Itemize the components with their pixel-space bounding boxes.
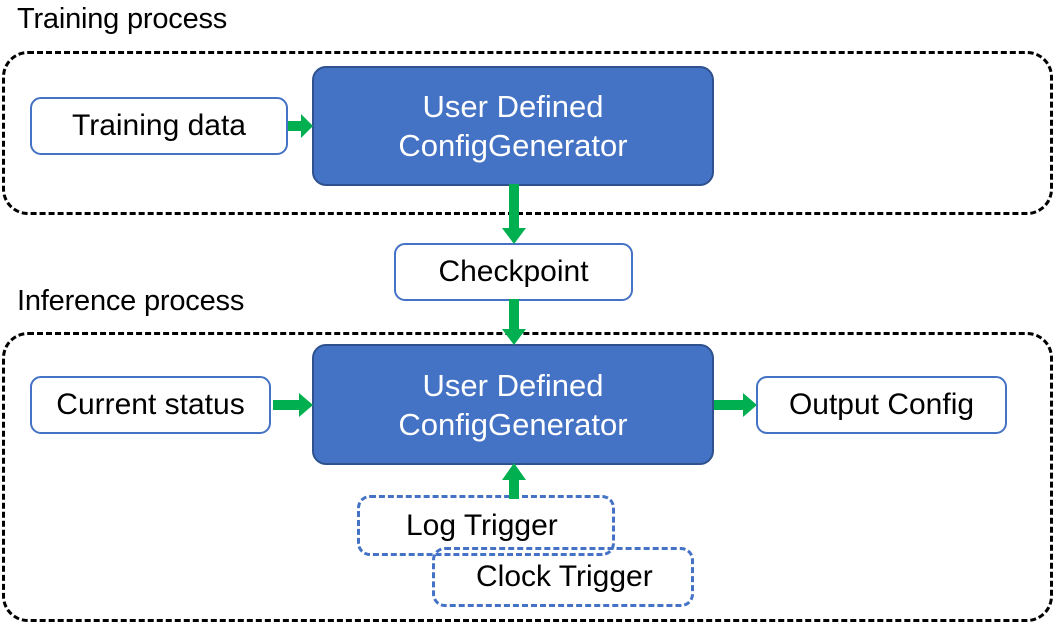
arrow-processor-to-checkpoint	[500, 184, 528, 246]
arrow-current-status-to-processor	[273, 391, 314, 419]
clock-trigger-box[interactable]: Clock Trigger	[432, 547, 694, 607]
processor-line-1: User Defined	[422, 89, 604, 124]
training-process-title: Training process	[17, 3, 228, 35]
output-config-box[interactable]: Output Config	[756, 376, 1007, 434]
current-status-box[interactable]: Current status	[30, 376, 271, 434]
processor-line-1: User Defined	[422, 367, 604, 403]
inference-process-title: Inference process	[17, 285, 245, 317]
processor-line-2: ConfigGenerator	[398, 128, 628, 163]
training-config-generator-box[interactable]: User Defined ConfigGenerator	[312, 66, 714, 186]
arrow-triggers-to-processor	[500, 463, 528, 500]
inference-process-container	[2, 332, 1053, 622]
training-process-container	[2, 51, 1053, 215]
arrow-processor-to-output-config	[714, 391, 758, 419]
arrow-checkpoint-to-inference-processor	[500, 299, 528, 347]
processor-line-2: ConfigGenerator	[398, 406, 628, 442]
inference-config-generator-box[interactable]: User Defined ConfigGenerator	[312, 344, 714, 465]
training-data-box[interactable]: Training data	[30, 97, 288, 155]
arrow-training-data-to-processor	[288, 112, 314, 140]
checkpoint-box[interactable]: Checkpoint	[394, 243, 633, 301]
log-trigger-box[interactable]: Log Trigger	[357, 495, 615, 556]
